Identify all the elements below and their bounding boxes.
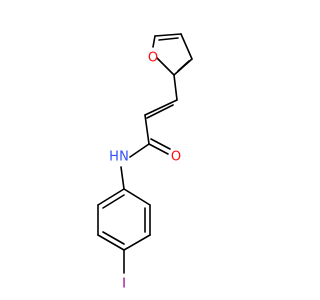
bond-c4-c5 (154, 33, 182, 37)
molecule-canvas: O N H O I (97, 33, 193, 292)
bond-ar3-ar4 (123, 234, 151, 251)
amide-hydrogen-label: H (109, 150, 119, 165)
bond-n-ar (120, 166, 125, 190)
bond-c5-o (152, 35, 156, 48)
bond-cb-cc (144, 114, 150, 145)
bond-ar6-ar1-inner (102, 194, 125, 209)
bond-ar4-ar5 (97, 234, 125, 251)
bond-c4-c5-inner (158, 37, 179, 41)
bond-ar4-ar5-inner (102, 231, 125, 245)
bond-c2-c3-inner (177, 60, 190, 72)
bond-o-c2 (156, 57, 175, 76)
bond-c3-c4 (180, 33, 193, 60)
amide-nitrogen-label: N (119, 150, 129, 165)
carbonyl-oxygen-label: O (171, 150, 181, 165)
bond-cc-o (148, 143, 169, 155)
bond-ar6-ar1 (97, 188, 125, 206)
bond-ar1-ar2 (123, 188, 151, 206)
bond-ca-cb-inner (146, 104, 174, 119)
furan-oxygen-label: O (148, 51, 158, 66)
bond-c2-ca (173, 74, 178, 101)
bond-cc-o-second (150, 138, 171, 150)
bond-ca-cb (144, 99, 178, 116)
iodine-label: I (122, 277, 126, 292)
structure-diagram: O N H O I (97, 33, 193, 292)
bond-cc-n (129, 143, 150, 158)
